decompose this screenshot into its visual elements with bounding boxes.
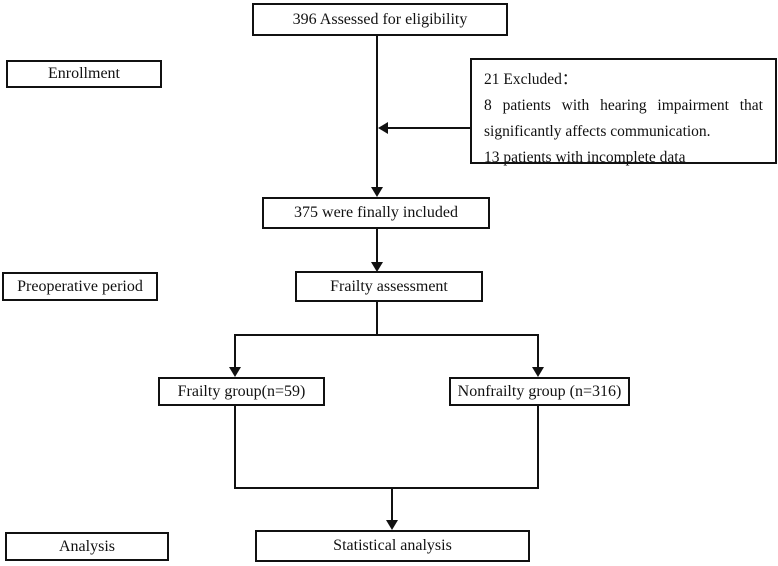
node-nonfrailty-group-text: Nonfrailty group (n=316) [457, 382, 622, 400]
node-statistical-analysis-text: Statistical analysis [333, 537, 452, 555]
connector-merge-to-statistical-line [391, 489, 393, 520]
excluded-line-3: significantly affects communication. [484, 123, 711, 140]
connector-branch-to-frailty-line [234, 334, 236, 368]
connector-excluded-to-trunk-line [388, 127, 470, 129]
stage-label-enrollment: Enrollment [6, 60, 162, 88]
stage-label-analysis-text: Analysis [59, 537, 115, 555]
arrowhead-into-included-icon [371, 187, 383, 197]
arrowhead-into-trunk-icon [378, 122, 388, 134]
excluded-line-1: 21 Excluded： [484, 71, 578, 88]
node-assessed-for-eligibility: 396 Assessed for eligibility [252, 3, 508, 36]
node-finally-included-text: 375 were finally included [294, 204, 458, 222]
arrowhead-into-nonfrailty-group-icon [532, 367, 544, 377]
connector-nonfrailty-to-merge-line [537, 406, 539, 488]
node-frailty-group: Frailty group(n=59) [158, 377, 325, 406]
node-nonfrailty-group: Nonfrailty group (n=316) [449, 377, 630, 406]
node-frailty-group-text: Frailty group(n=59) [177, 382, 306, 400]
node-statistical-analysis: Statistical analysis [255, 530, 530, 562]
stage-label-analysis: Analysis [5, 532, 169, 561]
node-excluded: 21 Excluded： 8 patients with hearing imp… [470, 58, 777, 166]
connector-assessed-to-included-line [376, 36, 378, 188]
node-assessed-for-eligibility-text: 396 Assessed for eligibility [292, 10, 468, 28]
stage-label-enrollment-text: Enrollment [48, 65, 120, 83]
node-frailty-assessment-text: Frailty assessment [330, 277, 448, 295]
arrowhead-into-frailty-group-icon [229, 367, 241, 377]
connector-assessment-to-branch-line [376, 302, 378, 335]
connector-branch-to-nonfrailty-line [537, 334, 539, 368]
stage-label-preoperative-period: Preoperative period [2, 272, 158, 301]
excluded-line-4: 13 patients with incomplete data [484, 149, 686, 166]
branch-horizontal-line [234, 334, 539, 336]
merge-horizontal-line [234, 487, 539, 489]
node-frailty-assessment: Frailty assessment [295, 271, 483, 302]
node-finally-included: 375 were finally included [262, 197, 490, 229]
arrowhead-into-assessment-icon [371, 262, 383, 272]
arrowhead-into-statistical-icon [386, 520, 398, 530]
connector-included-to-assessment-line [376, 229, 378, 263]
stage-label-preoperative-period-text: Preoperative period [17, 277, 143, 295]
connector-frailty-to-merge-line [234, 406, 236, 488]
excluded-line-2: 8 patients with hearing impairment that [484, 97, 763, 114]
